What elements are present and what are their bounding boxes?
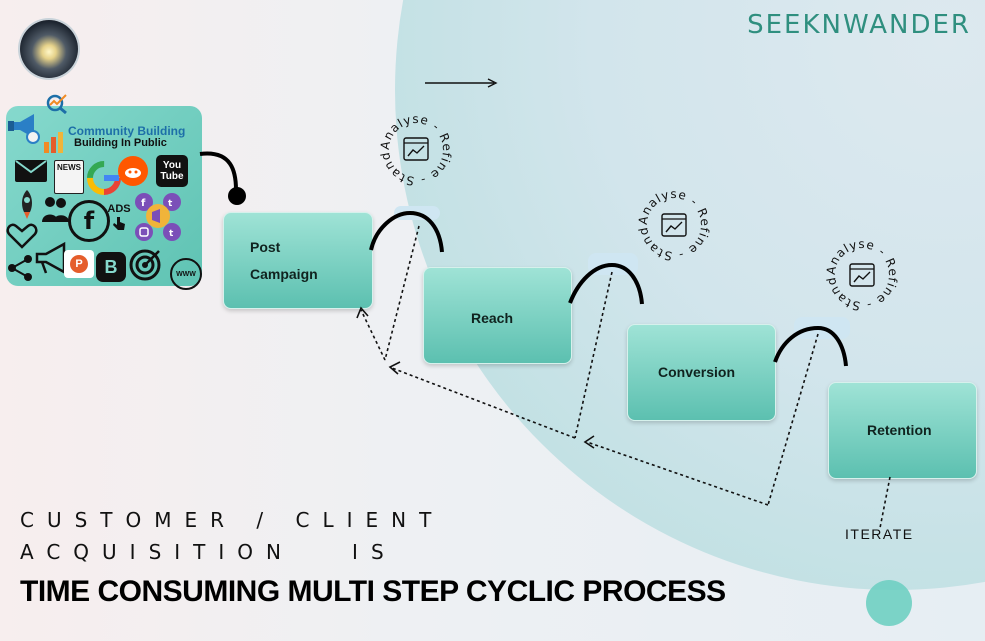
news-label: NEWS — [57, 163, 81, 172]
share-icon — [6, 254, 34, 282]
www-label: WWW — [176, 270, 196, 278]
decorative-bubble — [866, 580, 912, 626]
svg-text:t: t — [169, 229, 174, 239]
arrowhead-post — [356, 306, 369, 319]
mail-icon — [14, 158, 48, 184]
step-post-label: Post — [250, 239, 281, 255]
rocket-icon — [16, 188, 38, 220]
headline-line-2: ACQUISITION IS — [20, 540, 397, 564]
blogger-label: B — [104, 256, 118, 277]
avatar — [20, 20, 78, 78]
brand-logo-text: SEEKNWANDER — [747, 10, 971, 40]
step-reach: Reach — [423, 267, 572, 364]
magnifier-icon — [44, 92, 72, 114]
headline-main: TIME CONSUMING MULTI STEP CYCLIC PROCESS — [20, 575, 726, 608]
ads-label: ADS — [107, 203, 131, 215]
youtube-bottom-label: Tube — [160, 171, 184, 182]
community-building-label: Community Building — [68, 124, 186, 138]
arrowhead-reach — [388, 361, 401, 375]
megaphone-icon — [6, 112, 42, 144]
chart-icon — [42, 128, 68, 154]
card-connector-line — [199, 151, 238, 191]
product-hunt-label: P — [70, 255, 88, 273]
youtube-top-label: You — [162, 160, 182, 171]
step-retention: Retention — [828, 382, 977, 479]
people-icon — [40, 194, 70, 224]
megaphone-outline-icon — [34, 240, 68, 276]
www-icon: WWW — [170, 258, 202, 290]
news-icon: NEWS — [54, 160, 84, 194]
social-cluster-icon: f t t — [130, 190, 186, 246]
building-in-public-label: Building In Public — [74, 137, 167, 149]
headline-line-1: CUSTOMER / CLIENT — [20, 508, 445, 532]
svg-text:f: f — [141, 198, 146, 209]
step-conversion-label: Conversion — [658, 364, 736, 380]
youtube-icon: You Tube — [156, 155, 188, 187]
reddit-icon — [118, 156, 148, 186]
blogger-icon: B — [96, 252, 126, 282]
target-icon — [128, 248, 162, 282]
step-conversion: Conversion — [627, 324, 776, 421]
step-reach-label: Reach — [471, 310, 514, 326]
step-retention-label: Retention — [867, 422, 932, 438]
step-post-campaign: Post Campaign — [223, 212, 373, 309]
svg-text:t: t — [168, 199, 173, 209]
iterate-label: ITERATE — [845, 526, 914, 542]
connector-pill-3 — [794, 317, 850, 339]
card-connector-dot — [228, 187, 246, 205]
connector-pill-2 — [588, 253, 638, 275]
google-icon — [84, 158, 124, 198]
handshake-icon — [6, 220, 38, 250]
step-campaign-label: Campaign — [250, 266, 318, 282]
product-hunt-icon: P — [64, 250, 94, 278]
feedback-line-2 — [360, 309, 386, 361]
feedback-line-1 — [384, 225, 420, 361]
connector-pill-1 — [394, 206, 440, 220]
ads-icon: ADS — [104, 200, 134, 234]
facebook-icon: f — [68, 200, 110, 242]
